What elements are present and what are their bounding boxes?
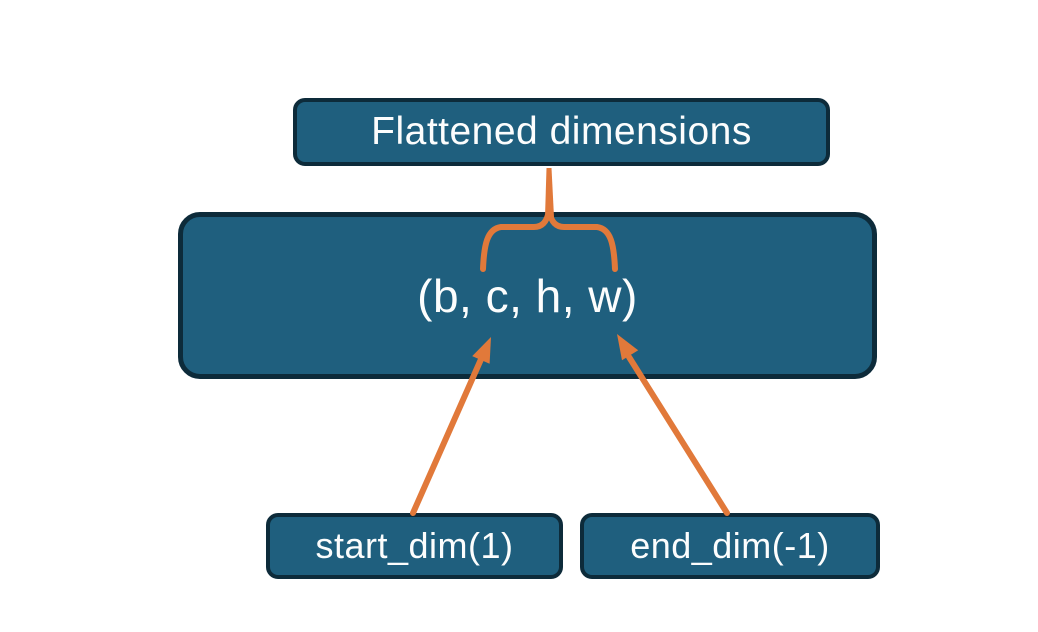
node-end-dim: end_dim(-1) [580, 513, 880, 579]
flattened-dimensions-label: Flattened dimensions [371, 110, 752, 153]
node-start-dim: start_dim(1) [266, 513, 563, 579]
start-dim-label: start_dim(1) [315, 525, 514, 566]
brace-stem-icon [545, 168, 554, 217]
node-tensor-shape: (b, c, h, w) [178, 212, 877, 379]
end-dim-label: end_dim(-1) [630, 525, 830, 566]
node-flattened-dimensions: Flattened dimensions [293, 98, 830, 166]
tensor-shape-label: (b, c, h, w) [417, 269, 638, 322]
